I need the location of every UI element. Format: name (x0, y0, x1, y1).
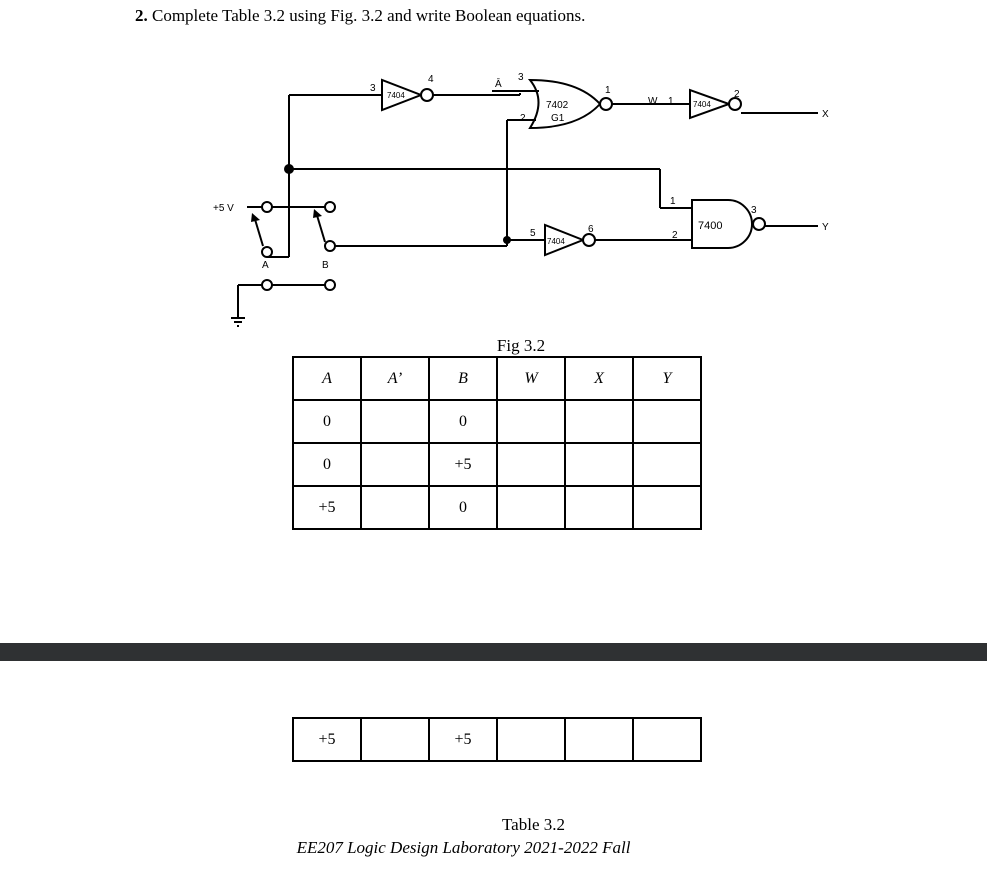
w-label: W (648, 96, 658, 107)
cell (564, 717, 634, 762)
switch-a-label: A (262, 260, 269, 271)
cell: 0 (428, 399, 498, 444)
output-x: X (822, 109, 829, 120)
table-caption: Table 3.2 (501, 815, 565, 834)
table-row: +5 +5 (292, 717, 702, 762)
cell (632, 399, 702, 444)
cell: +5 (292, 485, 362, 530)
supply-label: +5 V (213, 203, 234, 214)
cell (360, 442, 430, 487)
inv2-chip: 7404 (693, 100, 711, 109)
nand-pin-in1: 1 (670, 196, 676, 207)
cell: 0 (428, 485, 498, 530)
cell (360, 399, 430, 444)
cell (632, 442, 702, 487)
header-a-prime: A’ (360, 356, 430, 401)
circuit-diagram: +5 V A B 3 4 7404 Ā 3 2 1 7402 G1 W 1 2 … (213, 72, 829, 327)
inv1-pin-out: 4 (428, 74, 434, 85)
inv1-pin-in: 3 (370, 83, 376, 94)
cell: 0 (292, 442, 362, 487)
cell (496, 485, 566, 530)
cell (564, 485, 634, 530)
cell (564, 399, 634, 444)
table-header-row: A A’ B W X Y (292, 356, 702, 401)
cell (632, 717, 702, 762)
question-number: 2. (135, 6, 148, 25)
cell (360, 717, 430, 762)
inv2-pin-in: 1 (668, 96, 674, 107)
cell (360, 485, 430, 530)
inv3-chip: 7404 (547, 237, 565, 246)
header-a: A (292, 356, 362, 401)
course-caption: EE207 Logic Design Laboratory 2021-2022 … (296, 838, 631, 857)
nor-chip: 7402 (546, 100, 569, 111)
nor-pin-in2: 2 (520, 113, 526, 124)
nand-pin-out: 3 (751, 205, 757, 216)
inv1-chip: 7404 (387, 91, 405, 100)
table-row: +5 0 (292, 485, 702, 530)
nand-chip: 7400 (698, 220, 722, 232)
cell (496, 399, 566, 444)
truth-table: A A’ B W X Y 0 0 0 +5 +5 0 (292, 356, 702, 530)
nor-name: G1 (551, 113, 565, 124)
inv3-pin-out: 6 (588, 224, 594, 235)
cell: +5 (428, 717, 498, 762)
question-body: Complete Table 3.2 using Fig. 3.2 and wr… (152, 6, 586, 25)
output-y: Y (822, 222, 829, 233)
question-text: 2. Complete Table 3.2 using Fig. 3.2 and… (135, 6, 585, 26)
abar-label: Ā (495, 78, 502, 90)
table-row: 0 +5 (292, 442, 702, 487)
cell (632, 485, 702, 530)
cell: +5 (292, 717, 362, 762)
page-break-bar (0, 643, 987, 661)
figure-caption: Fig 3.2 (496, 336, 546, 355)
header-x: X (564, 356, 634, 401)
cell (564, 442, 634, 487)
header-w: W (496, 356, 566, 401)
cell (496, 442, 566, 487)
cell: +5 (428, 442, 498, 487)
header-b: B (428, 356, 498, 401)
inv3-pin-in: 5 (530, 228, 536, 239)
nor-pin-in1: 3 (518, 72, 524, 83)
switch-b-label: B (322, 260, 329, 271)
header-y: Y (632, 356, 702, 401)
cell: 0 (292, 399, 362, 444)
cell (496, 717, 566, 762)
nand-pin-in2: 2 (672, 230, 678, 241)
inv2-pin-out: 2 (734, 89, 740, 100)
table-row: 0 0 (292, 399, 702, 444)
nor-pin-out: 1 (605, 85, 611, 96)
truth-table-continued: +5 +5 (292, 717, 702, 762)
